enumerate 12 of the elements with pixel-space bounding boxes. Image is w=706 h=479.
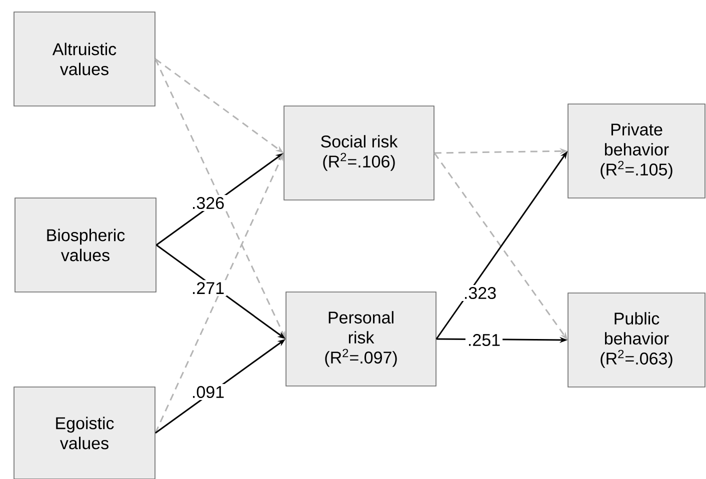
edge-label: .326 <box>189 194 227 212</box>
node-box: Public behavior (R$^{2}$=.063) <box>568 292 706 388</box>
node-box: Biospheric values <box>14 198 156 292</box>
node-box: Private behavior (R$^{2}$=.105) <box>568 104 706 198</box>
node-box: Social risk (R$^{2}$=.106) <box>284 106 434 200</box>
node-box: Egoistic values <box>14 386 156 479</box>
edge-label: .271 <box>189 280 227 296</box>
edge-label: .323 <box>461 284 499 302</box>
node-box: Altruistic values <box>14 12 156 106</box>
edge-label: .251 <box>465 332 503 348</box>
node-box: Personal risk (R$^{2}$=.097) <box>286 292 436 386</box>
edge-label: .091 <box>189 384 227 400</box>
